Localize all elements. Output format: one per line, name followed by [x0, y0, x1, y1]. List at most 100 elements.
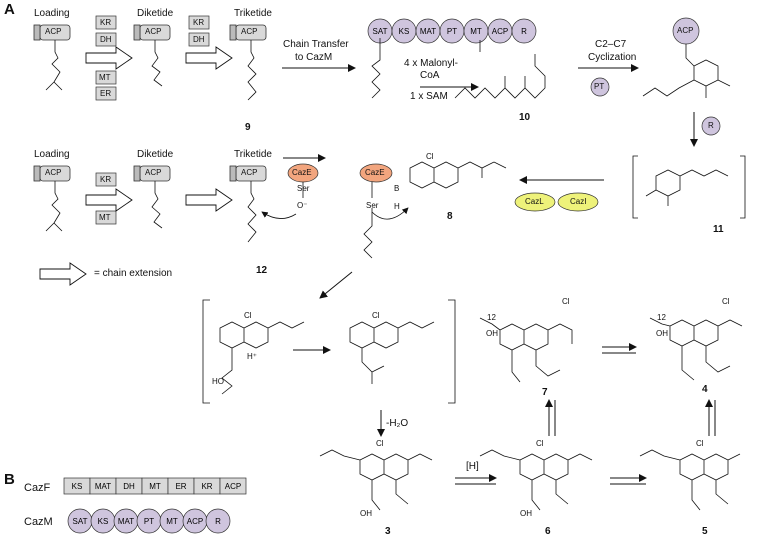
reagent-line1: 4 x Malonyl- — [404, 58, 458, 69]
domain-mt-label: MT — [470, 27, 482, 36]
row2-triketide-acp — [229, 165, 267, 243]
diag-arrow-8-to-intermediate — [319, 271, 353, 299]
domain-pt-label: PT — [447, 27, 457, 36]
row2-b-label: B — [394, 184, 400, 193]
domain-sat-label: SAT — [73, 517, 88, 526]
compound3-oh: OH — [360, 509, 372, 518]
domain-r-circle — [511, 18, 537, 44]
domain-acp-label: ACP — [187, 517, 203, 526]
row1-tags-2 — [188, 15, 210, 47]
domain-ks-label: KS — [72, 482, 83, 491]
row2-h-label: H — [394, 202, 400, 211]
compound8-cl: Cl — [426, 152, 434, 161]
compound5-label: 5 — [702, 526, 708, 537]
domain-mt-label: MT — [149, 482, 161, 491]
row2-diketide-acp — [133, 165, 171, 229]
domain-dh-label: DH — [123, 482, 135, 491]
h2o-label: -H₂O — [386, 418, 409, 429]
compound7-c12: 12 — [487, 313, 496, 322]
row1-acp-2: ACP — [145, 27, 162, 36]
compound7-cl: Cl — [562, 297, 570, 306]
domain-mat-label: MAT — [95, 482, 111, 491]
row1-triketide-acp — [229, 24, 267, 101]
cazi-enzyme — [557, 192, 599, 212]
domain-mat-label: MAT — [420, 27, 436, 36]
compound4-oh: OH — [656, 329, 668, 338]
domain-ks-label: KS — [399, 27, 410, 36]
row2-acp-3: ACP — [241, 168, 258, 177]
compound6-structure — [479, 449, 593, 511]
row2-tag-mt: MT — [99, 213, 111, 222]
row1-tag-mt: MT — [99, 73, 111, 82]
row2-chain-arrow-2 — [185, 188, 233, 212]
domain-acp-label: ACP — [492, 27, 508, 36]
row1-chain-arrow-1 — [85, 46, 133, 70]
row1-loading-acp — [33, 24, 71, 91]
compound11-structure — [645, 169, 729, 206]
r-label: R — [708, 121, 714, 130]
compound3-cl: Cl — [376, 439, 384, 448]
chain-transfer-line2: to CazM — [295, 52, 333, 63]
row3-intermediate-b — [349, 321, 435, 384]
compound5-cl: Cl — [696, 439, 704, 448]
reduction-label: [H] — [466, 461, 479, 472]
row1-tag-er: ER — [100, 89, 112, 98]
row2-acp-2: ACP — [145, 168, 162, 177]
row3-intermediate-a — [219, 321, 305, 395]
row2-triketide-label: Triketide — [234, 149, 272, 160]
compound7-label: 7 — [542, 387, 548, 398]
cyclization-line1: C2–C7 — [595, 39, 627, 50]
row1-triketide-label: Triketide — [234, 8, 272, 19]
row2-caze-label-2: CazE — [365, 168, 385, 177]
row3-cl-2: Cl — [372, 311, 380, 320]
chain-transfer-line1: Chain Transfer — [283, 39, 349, 50]
row3-cl-1: Cl — [244, 311, 252, 320]
compound6-label: 6 — [545, 526, 551, 537]
row2-ser-label-1: Ser — [297, 184, 310, 193]
row2-chain-arrow-1 — [85, 188, 133, 212]
row1-tags-1 — [95, 15, 117, 101]
domain-er-label: ER — [175, 482, 186, 491]
compound12-label: 12 — [256, 265, 268, 276]
domain-mat-label: MAT — [118, 517, 134, 526]
compound11-label: 11 — [713, 224, 724, 235]
panel-b-label: B — [4, 471, 15, 488]
compound4-c12: 12 — [657, 313, 666, 322]
row1-diketide-acp — [133, 24, 171, 87]
row2-tag-kr: KR — [100, 175, 112, 184]
row2-attack-arrow — [371, 207, 409, 220]
row2-tags — [95, 172, 117, 225]
row1-diketide-label: Diketide — [137, 8, 174, 19]
row2-loading-label: Loading — [34, 149, 70, 160]
row1-tag-kr-2: KR — [193, 18, 205, 27]
compound9-label: 9 — [245, 122, 251, 133]
compound10b-structure — [642, 44, 731, 98]
domain-acp-label: ACP — [225, 482, 241, 491]
row2-ominus-label: O⁻ — [297, 201, 308, 210]
compound6-oh: OH — [520, 509, 532, 518]
cazf-label: CazF — [24, 482, 51, 494]
compound7-structure — [479, 317, 573, 383]
row1-acp-3: ACP — [241, 27, 258, 36]
cazm-label: CazM — [24, 516, 53, 528]
domain-pt-label: PT — [144, 517, 154, 526]
cazl-label: CazL — [525, 197, 544, 206]
row2-caze-enzyme-2 — [359, 163, 393, 183]
compound4-structure — [649, 317, 743, 381]
domain-sat-label: SAT — [373, 27, 388, 36]
row2-acp-1: ACP — [45, 168, 62, 177]
pt-label: PT — [594, 82, 605, 91]
row2-loading-acp — [33, 165, 71, 232]
compound11-brackets — [632, 155, 746, 219]
row3-ho: HO — [212, 377, 224, 386]
cazl-enzyme — [514, 192, 556, 212]
legend-text: = chain extension — [94, 268, 173, 279]
domain-acp-box — [219, 477, 247, 495]
row3-brackets — [202, 299, 456, 404]
r-enzyme — [701, 116, 721, 136]
domain-r-label: R — [521, 27, 527, 36]
compound8-label: 8 — [447, 211, 453, 222]
cazi-label: CazI — [570, 197, 587, 206]
